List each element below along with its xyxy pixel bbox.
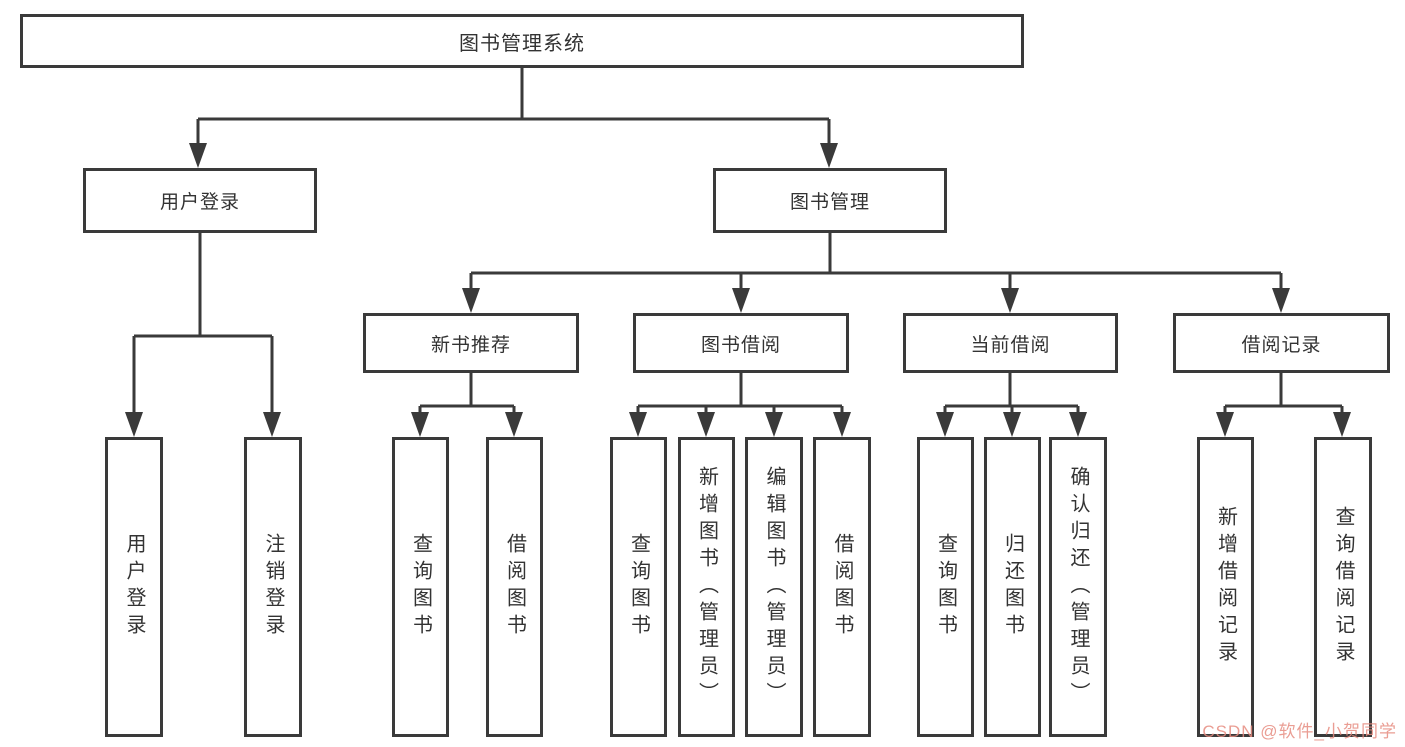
- leaf-borrow-add: 新增图书（管理员）: [678, 437, 735, 737]
- leaf-current-query: 查询图书: [917, 437, 974, 737]
- leaf-records-query: 查询借阅记录: [1314, 437, 1372, 737]
- leaf-logout: 注销登录: [244, 437, 302, 737]
- leaf-records-query-label: 查询借阅记录: [1332, 506, 1354, 668]
- node-current-borrow: 当前借阅: [903, 313, 1118, 373]
- node-book-management-label: 图书管理: [789, 192, 870, 213]
- leaf-records-add: 新增借阅记录: [1197, 437, 1254, 737]
- leaf-user-login: 用户登录: [105, 437, 163, 737]
- node-new-book-recommend-label: 新书推荐: [430, 334, 511, 356]
- leaf-borrow-edit-label: 编辑图书（管理员）: [763, 465, 785, 709]
- leaf-borrow-borrow: 借阅图书: [813, 437, 871, 737]
- leaf-logout-label: 注销登录: [262, 533, 284, 641]
- node-borrow-records-label: 借阅记录: [1241, 334, 1322, 356]
- arrowheads: [125, 143, 1351, 437]
- leaf-current-return: 归还图书: [984, 437, 1041, 737]
- leaf-current-confirm-return: 确认归还（管理员）: [1049, 437, 1107, 737]
- leaf-borrow-add-label: 新增图书（管理员）: [695, 465, 718, 709]
- node-new-book-recommend: 新书推荐: [363, 313, 579, 373]
- leaf-newbook-query-label: 查询图书: [409, 533, 432, 641]
- csdn-watermark: CSDN @软件_小贺同学: [1202, 722, 1397, 741]
- node-book-borrow: 图书借阅: [633, 313, 849, 373]
- leaf-newbook-borrow: 借阅图书: [486, 437, 543, 737]
- node-user-login-label: 用户登录: [159, 192, 240, 213]
- leaf-newbook-borrow-label: 借阅图书: [503, 533, 526, 641]
- leaf-records-add-label: 新增借阅记录: [1214, 506, 1237, 668]
- leaf-newbook-query: 查询图书: [392, 437, 449, 737]
- leaf-user-login-label: 用户登录: [123, 533, 145, 641]
- node-user-login: 用户登录: [83, 168, 317, 233]
- leaf-current-return-label: 归还图书: [1001, 533, 1024, 641]
- leaf-current-confirm-return-label: 确认归还（管理员）: [1067, 465, 1089, 709]
- node-book-management: 图书管理: [713, 168, 947, 233]
- leaf-borrow-edit: 编辑图书（管理员）: [745, 437, 803, 737]
- node-book-borrow-label: 图书借阅: [700, 334, 781, 356]
- leaf-borrow-query-label: 查询图书: [627, 533, 650, 641]
- leaf-current-query-label: 查询图书: [934, 533, 957, 641]
- leaf-borrow-borrow-label: 借阅图书: [831, 533, 853, 641]
- node-library-system: 图书管理系统: [20, 14, 1024, 68]
- node-current-borrow-label: 当前借阅: [970, 334, 1051, 356]
- node-borrow-records: 借阅记录: [1173, 313, 1390, 373]
- node-library-system-label: 图书管理系统: [459, 32, 585, 55]
- leaf-borrow-query: 查询图书: [610, 437, 667, 737]
